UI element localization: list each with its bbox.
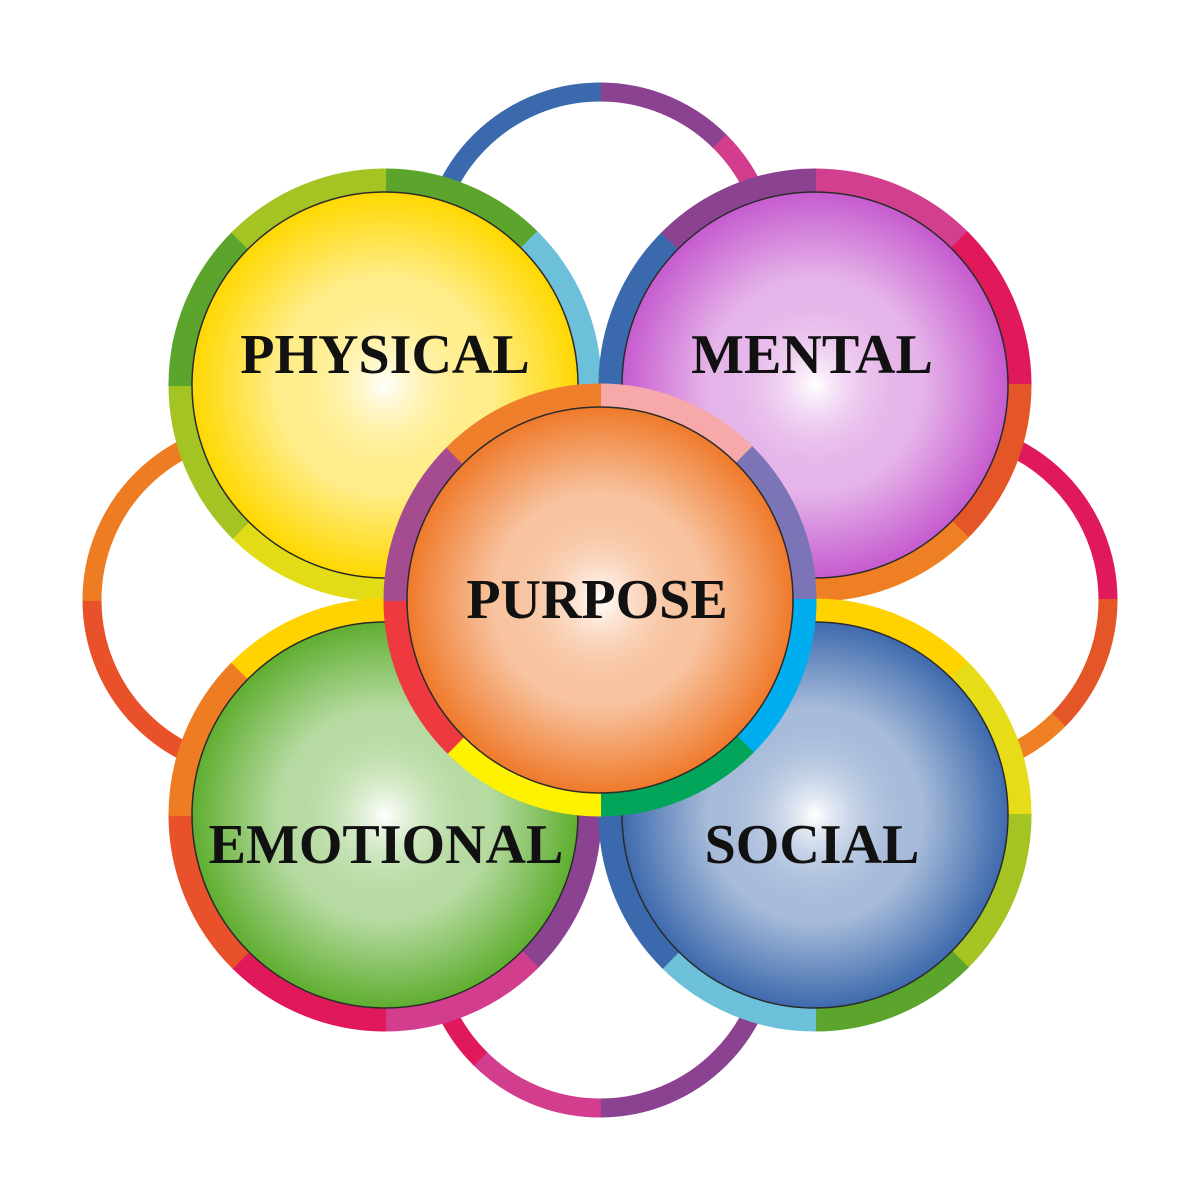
ring-left-segment <box>82 472 150 601</box>
rim-purpose-segment <box>383 446 465 602</box>
ring-bottom-segment <box>599 1050 728 1118</box>
rim-purpose-segment <box>735 598 817 754</box>
rim-emotional-segment <box>520 813 602 969</box>
rim-social-segment <box>813 598 969 680</box>
rim-physical-segment <box>168 383 250 539</box>
label-social: SOCIAL <box>705 814 920 876</box>
ring-bottom-segment <box>472 1050 601 1118</box>
rim-physical-segment <box>168 231 250 387</box>
rim-purpose-segment <box>598 735 754 817</box>
rim-mental-segment <box>950 383 1032 539</box>
rim-emotional-segment <box>231 950 387 1032</box>
rim-purpose-segment <box>598 383 754 465</box>
rim-mental-segment <box>598 231 680 387</box>
ring-left-segment <box>82 599 150 728</box>
rim-social-segment <box>950 813 1032 969</box>
ring-top-segment <box>472 82 601 150</box>
rim-social-segment <box>950 661 1032 817</box>
rim-physical-segment <box>231 520 387 602</box>
rim-purpose-segment <box>446 383 602 465</box>
label-mental: MENTAL <box>691 324 933 386</box>
rim-physical-segment <box>520 231 602 387</box>
rim-mental-segment <box>813 520 969 602</box>
rim-emotional-segment <box>383 950 539 1032</box>
rim-purpose-segment <box>383 598 465 754</box>
rim-social-segment <box>661 950 817 1032</box>
ring-right-segment <box>1050 472 1118 601</box>
rim-physical-segment <box>231 168 387 250</box>
ring-right-segment <box>1050 599 1118 728</box>
rim-emotional-segment <box>168 813 250 969</box>
circle-purpose <box>383 383 817 817</box>
purpose-fill <box>406 406 794 794</box>
rim-social-segment <box>598 813 680 969</box>
label-emotional: EMOTIONAL <box>209 814 564 876</box>
rim-mental-segment <box>950 231 1032 387</box>
rim-emotional-segment <box>168 661 250 817</box>
ring-top-segment <box>599 82 728 150</box>
label-physical: PHYSICAL <box>240 324 529 386</box>
rim-physical-segment <box>383 168 539 250</box>
label-purpose: PURPOSE <box>466 569 727 631</box>
rim-emotional-segment <box>231 598 387 680</box>
rim-mental-segment <box>813 168 969 250</box>
rim-social-segment <box>813 950 969 1032</box>
center-circle <box>383 383 817 817</box>
rim-mental-segment <box>661 168 817 250</box>
rim-purpose-segment <box>735 446 817 602</box>
circle-social <box>598 598 1032 1032</box>
rim-purpose-segment <box>446 735 602 817</box>
labels: PHYSICAL MENTAL EMOTIONAL SOCIAL PURPOSE <box>209 324 933 876</box>
